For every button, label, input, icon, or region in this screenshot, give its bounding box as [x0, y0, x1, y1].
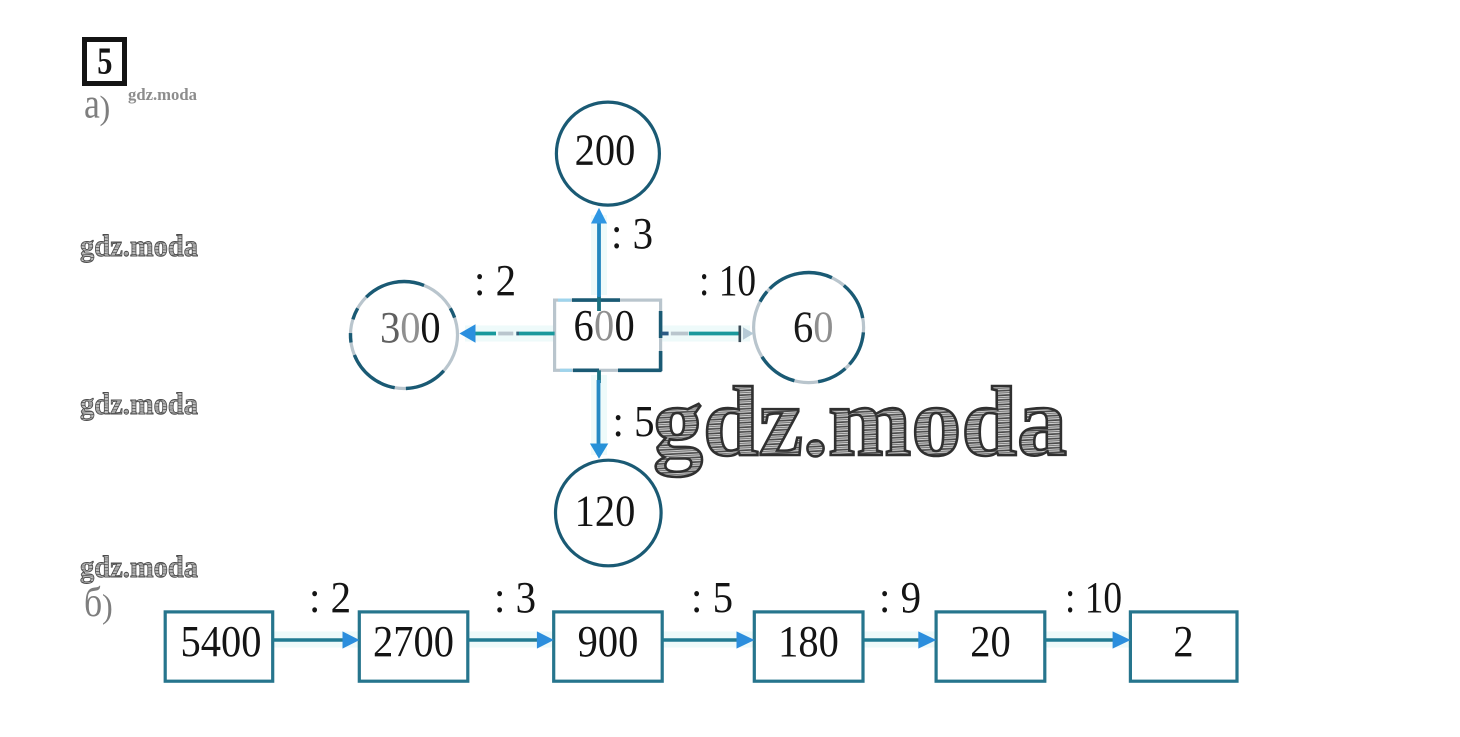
svg-text:0: 0: [420, 303, 440, 352]
svg-text:200: 200: [575, 126, 636, 175]
svg-text:0: 0: [594, 301, 614, 350]
svg-text:: 10: : 10: [1065, 573, 1122, 621]
svg-text:gdz.moda: gdz.moda: [128, 85, 197, 104]
svg-text:: 10: : 10: [699, 256, 756, 304]
svg-text:0: 0: [813, 303, 833, 352]
svg-text:gdz.moda: gdz.moda: [80, 228, 198, 263]
svg-text:2700: 2700: [373, 617, 454, 666]
svg-text:gdz.moda: gdz.moda: [653, 366, 1067, 477]
svg-text:: 5: : 5: [613, 398, 655, 447]
svg-text:: 3: : 3: [611, 210, 653, 259]
svg-text:180: 180: [778, 617, 839, 666]
svg-text:б: б: [84, 579, 102, 625]
svg-text:2: 2: [1173, 617, 1193, 666]
svg-text:120: 120: [575, 487, 636, 536]
svg-text:5400: 5400: [181, 617, 262, 666]
svg-text:6: 6: [574, 301, 594, 350]
svg-text:): ): [102, 588, 113, 626]
svg-text:: 3: : 3: [494, 574, 536, 623]
svg-text:): ): [100, 89, 111, 127]
svg-text:: 9: : 9: [879, 574, 921, 623]
svg-text:: 2: : 2: [309, 574, 351, 623]
svg-text:6: 6: [793, 303, 813, 352]
svg-text:5: 5: [97, 41, 112, 83]
svg-text:а: а: [84, 81, 100, 127]
svg-text:0: 0: [400, 303, 420, 352]
svg-text:900: 900: [578, 617, 639, 666]
svg-text:3: 3: [380, 303, 400, 352]
svg-text:gdz.moda: gdz.moda: [80, 549, 198, 584]
svg-text:gdz.moda: gdz.moda: [80, 386, 198, 421]
svg-text:: 2: : 2: [474, 257, 516, 306]
svg-text:20: 20: [970, 617, 1010, 666]
svg-text:: 5: : 5: [691, 574, 733, 623]
svg-text:0: 0: [615, 301, 635, 350]
